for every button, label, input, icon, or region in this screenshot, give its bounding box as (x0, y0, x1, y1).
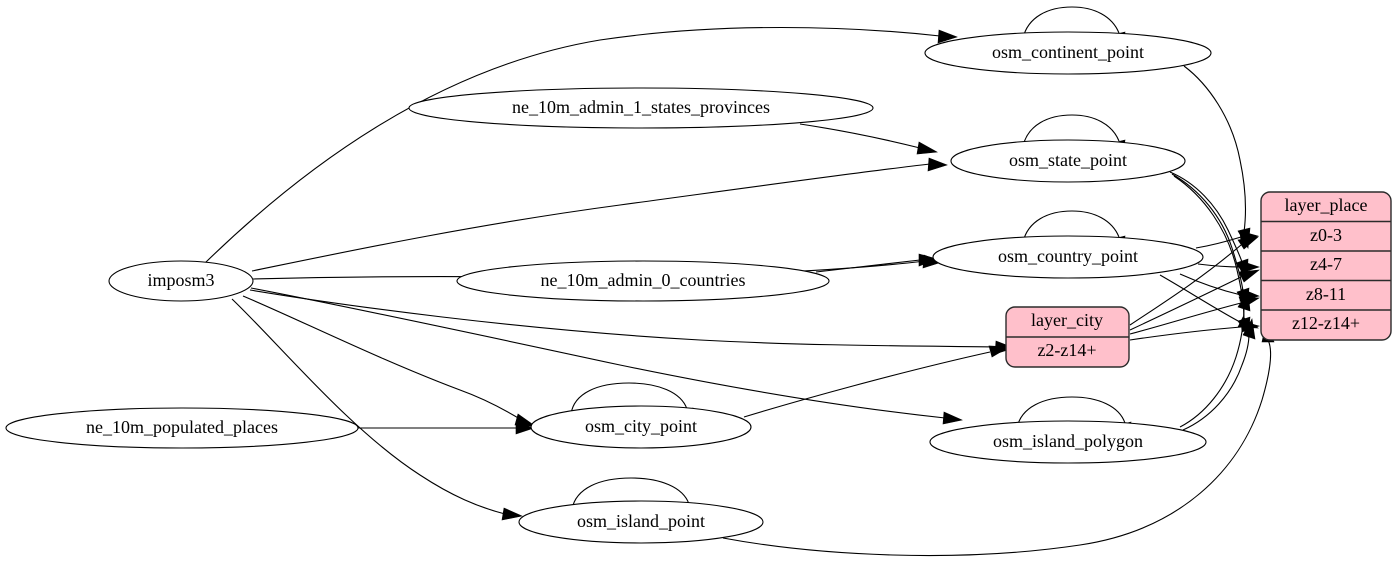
node-label-osm-continent-point: osm_continent_point (992, 42, 1144, 62)
edge-osm-island-polygon-to-layer-place-z8-11 (1179, 290, 1251, 428)
node-label-osm-island-polygon: osm_island_polygon (993, 431, 1143, 451)
edge-imposm3-to-osm-island-polygon (250, 287, 963, 425)
node-osm-island-polygon[interactable]: osm_island_polygon (929, 420, 1207, 464)
record-node-layer-city[interactable]: layer_city z2-z14+ (1005, 306, 1130, 368)
node-osm-state-point[interactable]: osm_state_point (950, 139, 1186, 183)
edge-ne-countries-to-osm-country-point (815, 253, 938, 273)
edge-osm-city-point-to-layer-city (743, 345, 1011, 418)
node-label-osm-island-point: osm_island_point (577, 511, 705, 531)
node-imposm3[interactable]: imposm3 (108, 260, 254, 302)
edge-osm-state-point-to-layer-place-z8-11 (1171, 173, 1250, 309)
edge-ne-populated-to-osm-city-point (358, 421, 535, 435)
record-row-layer-place-z0-3[interactable]: z0-3 (1310, 225, 1342, 245)
edge-osm-country-point-to-layer-place-z4-7 (1197, 260, 1260, 274)
node-osm-island-point[interactable]: osm_island_point (518, 500, 764, 544)
node-ne-10m-admin-1-states-provinces[interactable]: ne_10m_admin_1_states_provinces (408, 87, 874, 129)
node-label-imposm3: imposm3 (147, 270, 214, 290)
record-title-layer-city: layer_city (1031, 310, 1103, 330)
node-osm-city-point[interactable]: osm_city_point (530, 405, 752, 449)
node-label-ne-states: ne_10m_admin_1_states_provinces (512, 97, 770, 117)
node-ne-10m-admin-0-countries[interactable]: ne_10m_admin_0_countries (456, 260, 830, 302)
edge-ne-states-to-osm-state-point (799, 123, 938, 155)
record-row-layer-place-z12-z14[interactable]: z12-z14+ (1292, 313, 1360, 333)
edge-imposm3-to-osm-continent-point (204, 26, 958, 264)
node-osm-country-point[interactable]: osm_country_point (932, 235, 1204, 279)
node-label-osm-country-point: osm_country_point (998, 246, 1138, 266)
node-osm-continent-point[interactable]: osm_continent_point (924, 31, 1212, 75)
record-title-layer-place: layer_place (1285, 195, 1368, 215)
node-ne-10m-populated-places[interactable]: ne_10m_populated_places (5, 407, 359, 449)
edge-osm-island-polygon-to-layer-place-z12-z14 (1182, 318, 1256, 431)
node-layer: imposm3 ne_10m_admin_1_states_provinces … (5, 31, 1392, 544)
record-row-layer-place-z8-11[interactable]: z8-11 (1306, 284, 1346, 304)
record-row-layer-place-z4-7[interactable]: z4-7 (1310, 254, 1342, 274)
node-label-osm-state-point: osm_state_point (1009, 150, 1127, 170)
edge-layer-city-to-layer-place-z4-7 (1129, 269, 1260, 331)
node-label-ne-populated: ne_10m_populated_places (86, 417, 278, 437)
node-label-ne-countries: ne_10m_admin_0_countries (541, 270, 746, 290)
edge-imposm3-to-osm-island-point (231, 298, 523, 521)
edge-imposm3-to-osm-state-point (251, 157, 948, 272)
edge-layer-city-to-layer-place-z8-11 (1129, 296, 1260, 335)
edge-layer-city-to-layer-place-z0-3 (1129, 236, 1259, 326)
record-node-layer-place[interactable]: layer_place z0-3 z4-7 z8-11 z12-z14+ (1260, 191, 1392, 341)
record-row-layer-city-z2-z14[interactable]: z2-z14+ (1037, 340, 1096, 360)
node-label-osm-city-point: osm_city_point (585, 416, 697, 436)
